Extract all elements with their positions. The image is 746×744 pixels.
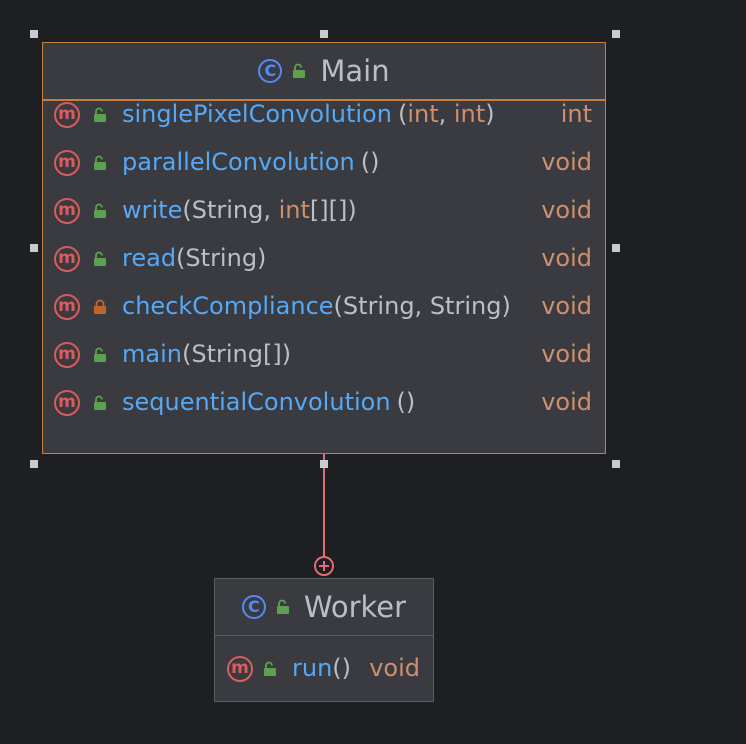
method-name: singlePixelConvolution	[122, 100, 392, 128]
method-name: run	[292, 654, 333, 682]
selection-handle-top-left[interactable]	[30, 30, 38, 38]
lock-open-icon	[94, 155, 106, 170]
worker-class-name: Worker	[303, 590, 407, 624]
lock-open-icon	[94, 107, 106, 122]
param-separator: ,	[438, 100, 454, 128]
method-icon: m	[54, 294, 80, 320]
lock-open-icon	[94, 203, 106, 218]
method-signature: checkCompliance(String, String)	[122, 292, 511, 320]
selection-handle-left[interactable]	[30, 244, 38, 252]
return-type: int	[560, 100, 592, 128]
return-type: void	[541, 388, 592, 416]
method-row-read[interactable]: m read(String) void	[43, 239, 605, 279]
param-type: String	[429, 292, 502, 320]
return-type: void	[541, 340, 592, 368]
param-type: String	[185, 244, 258, 272]
method-icon: m	[227, 656, 253, 682]
method-icon: m	[54, 150, 80, 176]
method-icon: m	[54, 102, 80, 128]
close-paren: )	[341, 654, 352, 682]
lock-open-icon	[94, 395, 106, 410]
open-paren: (	[176, 244, 186, 272]
method-row-run[interactable]: m run() void	[215, 637, 433, 701]
main-class-name: Main	[320, 54, 390, 88]
close-paren: )	[281, 340, 292, 368]
selection-handle-bottom[interactable]	[320, 460, 328, 468]
param-type: String	[342, 292, 415, 320]
selection-handle-bottom-left[interactable]	[30, 460, 38, 468]
method-signature: singlePixelConvolution(int, int)	[122, 100, 495, 128]
method-signature: main(String[])	[122, 340, 291, 368]
worker-class-box[interactable]: C Worker m run() void	[214, 578, 434, 702]
main-class-header: C Main	[43, 43, 605, 101]
close-paren: )	[257, 244, 267, 272]
selection-handle-top-right[interactable]	[612, 30, 620, 38]
return-type: void	[541, 196, 592, 224]
worker-class-header: C Worker	[215, 579, 433, 636]
return-type: void	[541, 292, 592, 320]
method-icon: m	[54, 390, 80, 416]
method-icon: m	[54, 198, 80, 224]
close-paren: )	[405, 388, 416, 416]
close-paren: )	[370, 148, 380, 176]
param-type: int	[407, 100, 439, 128]
method-signature: parallelConvolution()	[122, 148, 379, 176]
close-paren: )	[501, 292, 511, 320]
method-row-parallel-convolution[interactable]: m parallelConvolution() void	[43, 143, 605, 183]
method-name: write	[122, 196, 183, 224]
param-type: int	[453, 100, 486, 128]
param-type: String[]	[191, 340, 282, 368]
method-icon: m	[54, 342, 80, 368]
class-icon: C	[241, 595, 266, 619]
method-name: parallelConvolution	[122, 148, 355, 176]
return-type: void	[541, 244, 592, 272]
return-type: void	[541, 148, 592, 176]
method-signature: write(String, int[][])	[122, 196, 357, 224]
method-row-write[interactable]: m write(String, int[][]) void	[43, 191, 605, 231]
lock-open-icon	[94, 251, 106, 266]
method-row-main[interactable]: m main(String[]) void	[43, 335, 605, 375]
selection-handle-right[interactable]	[612, 244, 620, 252]
param-type: int	[278, 196, 310, 224]
close-paren: )	[485, 100, 495, 128]
param-separator: ,	[263, 196, 279, 224]
open-paren: (	[332, 654, 342, 682]
class-icon: C	[258, 59, 283, 83]
selection-handle-bottom-right[interactable]	[612, 460, 620, 468]
open-paren: (	[333, 292, 343, 320]
method-signature: run()	[292, 654, 351, 682]
method-signature: read(String)	[122, 244, 266, 272]
method-name: read	[122, 244, 177, 272]
lock-open-icon	[293, 63, 306, 78]
lock-open-icon	[94, 347, 106, 362]
lock-closed-icon	[94, 299, 106, 314]
open-paren: (	[182, 196, 192, 224]
method-icon: m	[54, 246, 80, 272]
return-type: void	[369, 654, 420, 682]
param-type: String	[191, 196, 264, 224]
lock-open-icon	[276, 599, 289, 614]
open-paren: (	[181, 340, 192, 368]
close-paren: )	[347, 196, 357, 224]
open-paren: (	[360, 148, 371, 176]
param-separator: ,	[414, 292, 430, 320]
open-paren: (	[396, 388, 406, 416]
method-name: main	[122, 340, 182, 368]
inner-class-circle-plus-icon	[314, 556, 334, 576]
selection-handle-top[interactable]	[320, 30, 328, 38]
method-row-sequential-convolution[interactable]: m sequentialConvolution() void	[43, 383, 605, 423]
open-paren: (	[397, 100, 408, 128]
method-name: checkCompliance	[122, 292, 334, 320]
method-signature: sequentialConvolution()	[122, 388, 415, 416]
method-name: sequentialConvolution	[122, 388, 391, 416]
param-type: [][]	[309, 196, 348, 224]
lock-open-icon	[264, 661, 276, 676]
